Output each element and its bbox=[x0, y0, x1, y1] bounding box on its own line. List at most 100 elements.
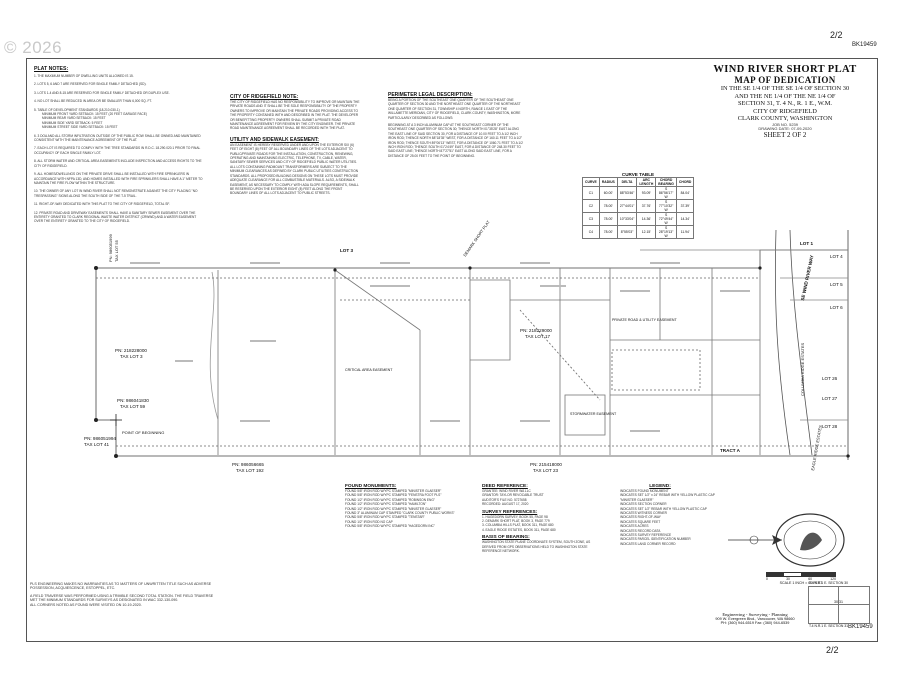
road-edge bbox=[789, 229, 813, 456]
scale-segment bbox=[784, 573, 801, 576]
tax-lot-23-pn: PN: 215418000 bbox=[530, 462, 562, 467]
scale-tick: 0 bbox=[766, 577, 768, 581]
scale-ticks: 0 30 60 120 bbox=[766, 577, 836, 581]
dimension-text bbox=[620, 290, 650, 292]
plat-title: WIND RIVER SHORT PLAT bbox=[713, 64, 857, 75]
lot-1-label: LOT 1 bbox=[800, 241, 814, 246]
dimension-text bbox=[250, 262, 280, 264]
list-item: FOUND 5/8" IRON ROD W/YPC STAMPED "TENST… bbox=[345, 515, 425, 520]
scale-segment bbox=[801, 573, 835, 576]
drawing-date: DRAWING DATE: 07-09-2020 bbox=[758, 126, 812, 132]
list-item: 2. DEMARK SHORT PLAT, BOOK 3, PAGE 779 bbox=[482, 519, 550, 524]
sheet-number-top: 2/2 bbox=[830, 30, 843, 40]
plat-notes-heading: PLAT NOTES: bbox=[34, 66, 69, 72]
title-line-1: IN THE SE 1/4 OF THE SE 1/4 OF SECTION 3… bbox=[720, 85, 850, 92]
point-of-beginning-label: POINT OF BEGINNING bbox=[122, 430, 165, 435]
tax-lot-59-pn: PN: 986041830 bbox=[117, 398, 149, 403]
firm-address: 909 W. Evergreen Blvd., Vancouver, WA 98… bbox=[715, 617, 795, 621]
legend-item: INDICATES RIGHT-OF-WAY bbox=[620, 515, 661, 520]
stormwater-easement-label: STORMWATER EASEMENT bbox=[570, 412, 617, 416]
title-line-4: CITY OF RIDGEFIELD bbox=[753, 107, 817, 115]
seal-inner-ring bbox=[783, 520, 837, 560]
section-box-divider bbox=[809, 604, 869, 605]
lot-label: LOT 6 bbox=[830, 305, 843, 310]
disclaimer-line: PLS ENGINEERING MAKES NO WARRANTIES AS T… bbox=[30, 582, 212, 591]
firm-services: Engineering - Surveying - Planning bbox=[722, 612, 788, 617]
scale-bar: 0 30 60 120 SCALE 1 INCH = 60 FEET bbox=[766, 572, 836, 585]
scale-segment bbox=[767, 573, 784, 576]
list-item: FOUND 1/2" IRON ROD W/YPC STAMPED "ROBIN… bbox=[345, 497, 435, 502]
found-monument-icon bbox=[468, 266, 472, 270]
found-monuments: FOUND MONUMENTS: FOUND 5/8" IRON ROD W/Y… bbox=[345, 484, 475, 529]
deed-reference-heading: DEED REFERENCE: bbox=[482, 484, 528, 489]
city-note-heading: CITY OF RIDGEFIELD NOTE: bbox=[230, 94, 299, 100]
section-box-divider bbox=[838, 587, 839, 623]
section-box-top-label: T.4 N.R.1 E. SECTION 30 bbox=[809, 581, 849, 585]
plat-notes: PLAT NOTES: 1. THE MAXIMUM NUMBER OF DWE… bbox=[34, 66, 204, 224]
legend-item: INDICATES SURVEY REFERENCE bbox=[620, 533, 672, 538]
easement-area bbox=[611, 349, 701, 391]
disclaimer-line: ALL CORNERS NOTED AS FOUND WERE VISITED … bbox=[30, 602, 142, 607]
plat-note: MINIMUM REAR YARD SETBACK: 15 FEET bbox=[42, 116, 106, 121]
perimeter-heading: PERIMETER LEGAL DESCRIPTION: bbox=[388, 92, 473, 98]
table-cell: 12.15' bbox=[636, 225, 657, 239]
legend-item: INDICATES WITNESS CORNER bbox=[620, 511, 667, 516]
plat-note: 12. PRIVATE ROAD AND DRIVEWAY EASEMENTS … bbox=[34, 210, 197, 224]
plat-note: 7. EACH LOT IS REQUIRED TO COMPLY WITH T… bbox=[34, 146, 201, 155]
tract-a-label: TRACT A bbox=[720, 448, 740, 453]
lot-label: LOT 28 bbox=[822, 424, 838, 429]
easement-line bbox=[519, 309, 601, 401]
legend-item: INDICATES LAND CORNER RECORD bbox=[620, 541, 676, 546]
plat-note: MINIMUM SIDE YARD SETBACK: 5 FEET bbox=[42, 120, 103, 125]
private-road bbox=[470, 279, 511, 361]
section-box: T.4 N.R.1 E. SECTION 30 30 31 T.4 N.R.1 … bbox=[808, 581, 870, 628]
legend: LEGEND: INDICATES FOUND MONUMENT INDICAT… bbox=[600, 484, 720, 546]
list-item: FOUND 5/8" IRON ROD W/YPC STAMPED "HAGED… bbox=[345, 524, 435, 529]
disclaimer: PLS ENGINEERING MAKES NO WARRANTIES AS T… bbox=[30, 582, 220, 607]
scale-tick: 30 bbox=[786, 577, 790, 581]
dimension-text bbox=[250, 340, 276, 342]
title-line-5: CLARK COUNTY, WASHINGTON bbox=[737, 115, 833, 123]
legend-item: INDICATES SET 1/2" x 24" REBAR WITH YELL… bbox=[620, 493, 715, 502]
curve-table: CURVE TABLE CURVE RADIUS DELTA ARC LENGT… bbox=[582, 172, 695, 239]
list-item: FOUND 5/8" IRON ROD W/YPC STAMPED "MINIS… bbox=[345, 489, 442, 493]
perimeter-text-2: BEGINNING AT A 3 INCH ALUMINUM CAP AT TH… bbox=[388, 123, 523, 158]
copyright-watermark: © 2026 bbox=[4, 38, 63, 57]
firm-info: Engineering - Surveying - Planning 909 W… bbox=[700, 612, 810, 625]
table-cell: 8°55'03" bbox=[616, 225, 638, 239]
boundary-north bbox=[96, 249, 848, 269]
perimeter-legal: PERIMETER LEGAL DESCRIPTION: BEING A POR… bbox=[388, 92, 523, 158]
seal-emblem-icon bbox=[800, 532, 822, 551]
list-item: 4. EAGLE RIDGE ESTATES, BOOK 311, PAGE 6… bbox=[482, 527, 556, 532]
plat-note: 1. THE MAXIMUM NUMBER OF DWELLING UNITS … bbox=[34, 74, 134, 78]
firm-phone: PH: (360) 944-6519 Fax: (360) 944-6539 bbox=[720, 621, 790, 625]
curve-table-title: CURVE TABLE bbox=[621, 172, 655, 177]
list-item: FOUND 1/2" IRON ROD W/YPC STAMPED "HAMIL… bbox=[345, 502, 427, 507]
plat-note: MINIMUM STREET SIDE YARD SETBACK: 15 FEE… bbox=[42, 125, 118, 130]
sheet-code-top: BK19459 bbox=[852, 42, 877, 48]
plat-note: 5. TABLE OF DEVELOPMENT STANDARDS (18.21… bbox=[34, 107, 120, 112]
legend-item: INDICATES SQUARE FEET bbox=[620, 519, 661, 524]
scale-tick: 60 bbox=[808, 577, 813, 581]
list-item: RECORDED: AUGUST 17, 2020 bbox=[482, 502, 529, 507]
legend-item: INDICATES SECTION CORNER bbox=[620, 502, 667, 507]
dimension-text bbox=[430, 420, 460, 422]
survey-references-heading: SURVEY REFERENCES: bbox=[482, 509, 538, 515]
plat-note: 9. ALL HOMES/DWELLINGS ON THE PRIVATE DR… bbox=[34, 172, 203, 185]
legend-item: INDICATES PARCEL IDENTIFICATION NUMBER bbox=[620, 537, 691, 542]
sheet-label: SHEET 2 OF 2 bbox=[763, 130, 807, 139]
plat-note: 6. 3 DOA AND ALL STORM INFILTRATION OUTS… bbox=[34, 133, 201, 143]
job-number: JOB NO. 5239 bbox=[771, 121, 798, 127]
lot-label: LOT 4 bbox=[830, 254, 843, 259]
city-note-text: THE CITY OF RIDGEFIELD HAS NO RESPONSIBI… bbox=[230, 100, 360, 131]
section-box-center-label: 30 31 bbox=[834, 600, 843, 604]
basis-of-bearing-text: WASHINGTON STATE PLANE COORDINATE SYSTEM… bbox=[482, 540, 591, 554]
dimension-text bbox=[540, 285, 566, 287]
disclaimer-line: A FIELD TRAVERSE WAS PERFORMED USING A T… bbox=[30, 593, 214, 603]
lot-label: LOT 27 bbox=[822, 396, 838, 401]
tax-lot-17-pn: PN: 218229000 bbox=[520, 328, 552, 333]
dimension-text bbox=[240, 420, 270, 422]
tax-lot-41-label: TAX LOT 41 bbox=[84, 442, 110, 447]
dimension-text bbox=[650, 262, 680, 264]
